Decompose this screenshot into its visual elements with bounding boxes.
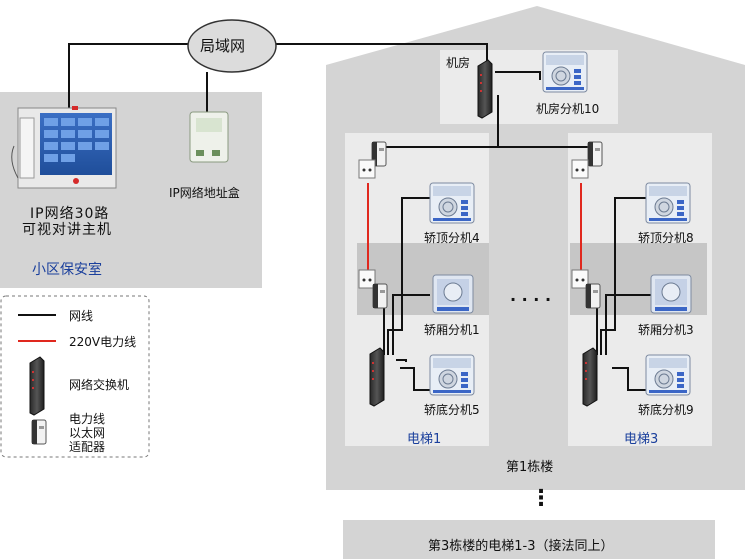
e3-top-label: 轿顶分机8 — [638, 231, 694, 245]
net-line-e3-bottom — [612, 367, 646, 391]
e3-car-label: 轿厢分机3 — [638, 323, 694, 337]
guard-room-title: 小区保安室 — [32, 262, 102, 278]
e1-bottom-label: 轿底分机5 — [424, 403, 480, 417]
legend-label-switch: 网络交换机 — [69, 378, 130, 392]
elevators-ellipsis: · · · · — [510, 290, 552, 309]
machine-room-switch-icon — [477, 59, 493, 119]
net-line-lan-switch — [275, 43, 488, 62]
legend-label-network-line: 网线 — [69, 309, 94, 323]
e1-top-label: 轿顶分机4 — [424, 231, 480, 245]
e3-top-extension-icon — [645, 182, 691, 224]
e1-switch-icon — [369, 347, 385, 407]
e3-bottom-label: 轿底分机9 — [638, 403, 694, 417]
elevator3-title: 电梯3 — [624, 432, 659, 447]
machine-room-panel — [440, 50, 618, 124]
building1-title: 第1栋楼 — [506, 460, 554, 475]
e3-top-adapter-icon — [587, 141, 603, 167]
e1-car-extension-icon — [432, 274, 474, 314]
switch-icon — [29, 356, 45, 416]
e3-car-adapter-icon — [585, 283, 601, 309]
machine-room-title: 机房 — [446, 56, 471, 70]
address-box-icon — [189, 111, 229, 163]
net-line-e1-top — [387, 197, 430, 355]
elevator1-title: 电梯1 — [407, 432, 442, 447]
e3-car-extension-icon — [650, 274, 692, 314]
e3-top-socket-icon — [571, 159, 589, 179]
e3-switch-icon — [582, 347, 598, 407]
net-line-e3-car — [605, 294, 652, 355]
e1-top-extension-icon — [429, 182, 475, 224]
e1-bottom-extension-icon — [429, 354, 475, 396]
host-label-line2: 可视对讲主机 — [22, 222, 112, 238]
address-box-label: IP网络地址盒 — [169, 186, 240, 200]
legend-label-adapter-1: 电力线 — [69, 412, 106, 426]
powerline-adapter-icon — [31, 419, 47, 445]
net-line-e3-top — [600, 197, 646, 355]
legend-label-adapter-3: 适配器 — [69, 440, 106, 454]
legend-box — [0, 295, 150, 458]
building3-bar — [343, 520, 715, 559]
building3-label: 第3栋楼的电梯1-3（接法同上） — [428, 539, 614, 554]
lan-label: 局域网 — [200, 37, 246, 55]
e3-bottom-extension-icon — [645, 354, 691, 396]
machine-room-extension-label: 机房分机10 — [536, 102, 600, 116]
intercom-host-icon — [11, 106, 117, 189]
net-line-switch-ext10 — [495, 71, 541, 80]
net-line-e1-car — [392, 294, 430, 355]
net-line-host-lan — [68, 43, 190, 108]
e1-car-adapter-icon — [372, 283, 388, 309]
machine-room-extension-icon — [542, 51, 588, 93]
net-line-e1-bottom — [400, 367, 430, 391]
more-buildings-dots: ⋮ — [530, 486, 552, 511]
host-label-line1: IP网络30路 — [30, 206, 110, 222]
e1-car-label: 轿厢分机1 — [424, 323, 480, 337]
legend-label-power-line: 220V电力线 — [69, 335, 137, 349]
legend-label-adapter-2: 以太网 — [69, 426, 106, 440]
e1-top-socket-icon — [358, 159, 376, 179]
